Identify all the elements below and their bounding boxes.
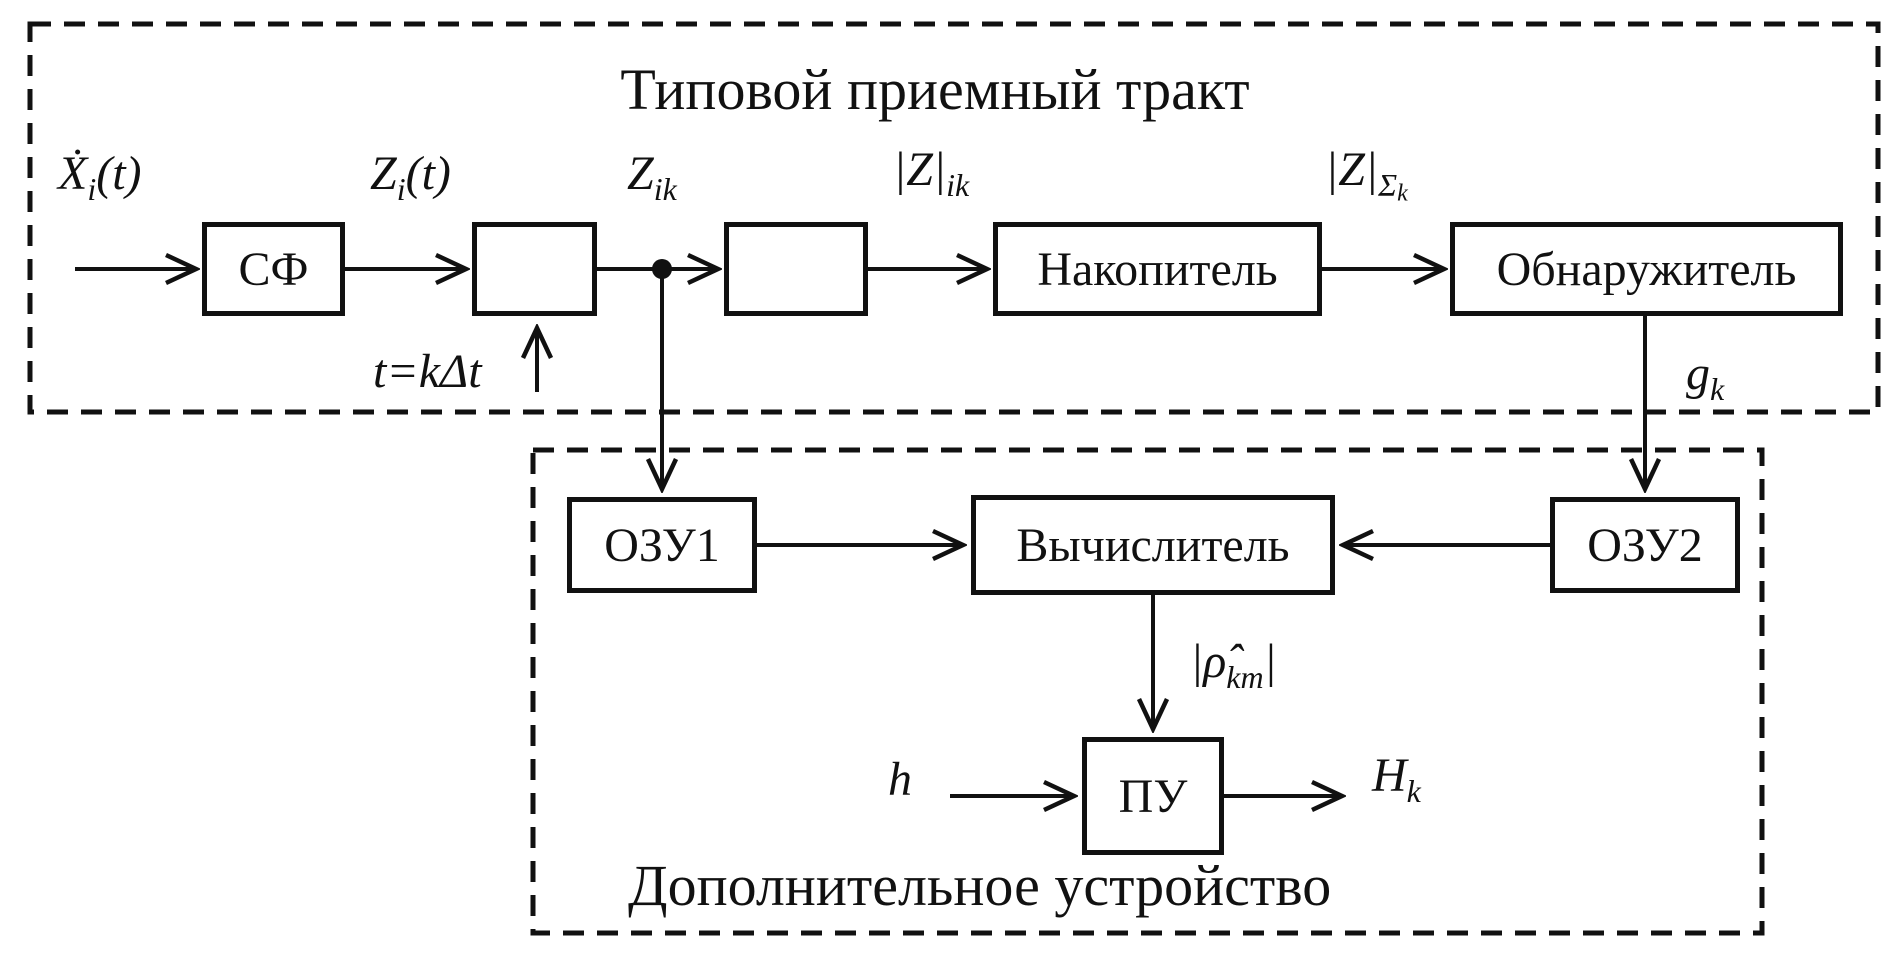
receiver-group-frame: [27, 21, 1881, 415]
block-threshold-unit: ПУ: [1082, 737, 1224, 855]
block-ram2-label: ОЗУ2: [1587, 518, 1703, 572]
block-detector: Обнаружитель: [1450, 222, 1843, 316]
signal-threshold-in-label: h: [888, 753, 912, 806]
block-abs-value: [724, 222, 868, 316]
signal-correlation-label: |ρ̂km|: [1190, 635, 1277, 696]
block-ram1-label: ОЗУ1: [604, 518, 720, 572]
block-matched-filter-label: СФ: [238, 242, 309, 296]
junction-dot-icon: [652, 259, 672, 279]
block-detector-label: Обнаружитель: [1496, 242, 1797, 296]
block-ram2: ОЗУ2: [1550, 497, 1740, 593]
block-accumulator-label: Накопитель: [1037, 242, 1278, 296]
block-sampler: [472, 222, 597, 316]
block-matched-filter: СФ: [202, 222, 345, 316]
block-computer: Вычислитель: [971, 495, 1335, 595]
signal-detector-out-label: gk: [1686, 347, 1725, 408]
signal-magnitude-label: |Z|ik: [893, 143, 970, 204]
receiver-group-title: Типовой приемный тракт: [620, 57, 1250, 122]
signal-filtered-label: Zi(t): [370, 147, 451, 208]
block-accumulator: Накопитель: [993, 222, 1322, 316]
signal-sample-time-label: t=kΔt: [373, 345, 482, 398]
signal-sampled-label: Zik: [627, 147, 677, 208]
block-threshold-unit-label: ПУ: [1118, 769, 1188, 823]
additional-group-frame: [530, 447, 1765, 936]
block-computer-label: Вычислитель: [1016, 518, 1290, 572]
signal-input-label: Ẋi(t): [58, 147, 142, 208]
signal-accumulated-label: |Z|Σk: [1325, 143, 1408, 207]
additional-group-title: Дополнительное устройство: [628, 853, 1332, 918]
block-ram1: ОЗУ1: [567, 497, 757, 593]
signal-decision-label: Hk: [1372, 749, 1421, 810]
